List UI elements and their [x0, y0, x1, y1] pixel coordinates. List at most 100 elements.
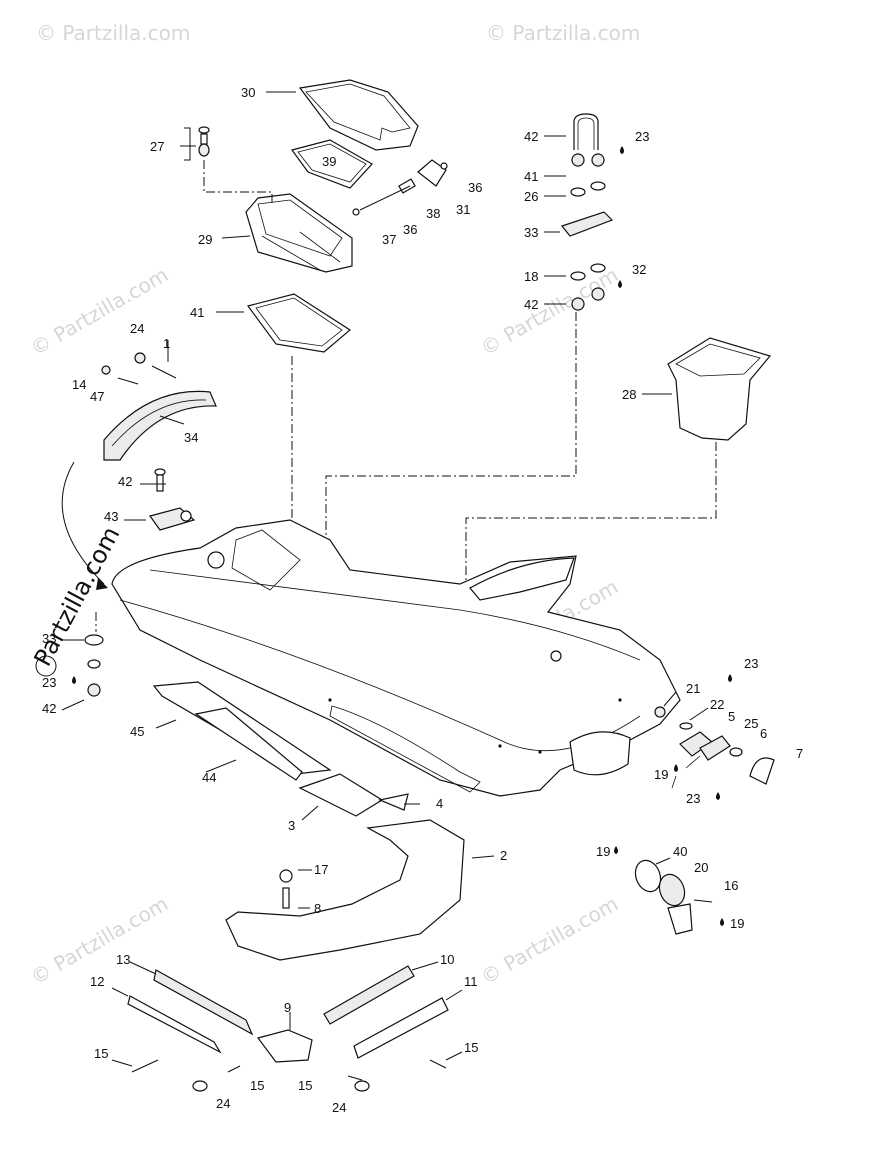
callout-24: 24	[332, 1100, 346, 1115]
grab-handle	[103, 390, 217, 461]
callout-23: 23	[744, 656, 758, 671]
callout-20: 20	[694, 860, 708, 875]
drain-plug	[667, 903, 693, 935]
storage-bin-ribs	[261, 231, 341, 271]
callout-23: 23	[42, 675, 56, 690]
sealant-drop-icon	[716, 792, 720, 800]
u-bolt-inner	[577, 117, 595, 150]
drain-plug-assembly	[634, 859, 713, 935]
gasket-plate	[699, 735, 731, 761]
screw	[117, 377, 139, 385]
arrow-head-icon	[96, 578, 108, 590]
callout-19: 19	[730, 916, 744, 931]
storage-bin-assembly	[198, 79, 448, 528]
callout-1: 1	[163, 336, 170, 351]
sealant-drop-icon	[72, 676, 76, 684]
latch-rod-end	[398, 178, 416, 194]
callout-42: 41	[524, 169, 538, 184]
plate-45	[194, 707, 303, 781]
nut	[591, 153, 605, 167]
watermark-text: © Partzilla.com	[27, 262, 173, 360]
fuel-cap	[207, 551, 225, 569]
assembly-line	[325, 312, 577, 560]
drain-flange	[634, 859, 662, 893]
bin-cover-inner	[305, 83, 411, 141]
callout-33: 33	[524, 225, 538, 240]
hull-deck-line	[149, 569, 641, 661]
sealant-drop-icon	[618, 280, 622, 288]
sealant-drop-icon	[674, 764, 678, 772]
callout-36: 36	[468, 180, 482, 195]
callout-15: 15	[250, 1078, 264, 1093]
callout-18: 18	[524, 269, 538, 284]
storage-basket	[465, 337, 772, 580]
callout-23: 23	[635, 129, 649, 144]
callout-19: 19	[654, 767, 668, 782]
callout-23: 23	[686, 791, 700, 806]
rivet-dot	[618, 698, 622, 702]
basket-rim	[675, 343, 761, 377]
callout-25: 25	[744, 716, 758, 731]
install-arrow	[61, 461, 105, 585]
callout-9: 9	[284, 1000, 291, 1015]
callout-33: 33	[42, 631, 56, 646]
washer	[590, 263, 606, 273]
callout-31: 31	[456, 202, 470, 217]
washer	[590, 181, 606, 191]
grab-handle-assembly	[61, 352, 217, 697]
sealant-drop-icon	[728, 674, 732, 682]
watercraft-hull	[111, 519, 681, 797]
callout-38: 39	[322, 154, 336, 169]
washer	[87, 659, 101, 669]
sealant-icons	[72, 146, 732, 926]
trim-13	[153, 969, 254, 1036]
nut	[591, 287, 605, 301]
callout-19: 19	[596, 844, 610, 859]
callout-2: 2	[500, 848, 507, 863]
callout-15: 15	[298, 1078, 312, 1093]
washer	[570, 187, 586, 197]
sealant-drop-icon	[720, 918, 724, 926]
callout-8: 8	[314, 901, 321, 916]
rivet-shafts	[131, 1059, 447, 1081]
callout-13: 13	[116, 952, 130, 967]
callout-44: 43	[104, 509, 118, 524]
u-bolt-assembly	[325, 113, 614, 560]
callout-21: 21	[686, 681, 700, 696]
callout-3: 3	[288, 818, 295, 833]
callout-40: 41	[190, 305, 204, 320]
plug	[279, 869, 293, 883]
trim-11	[353, 997, 449, 1059]
callout-11: 11	[464, 974, 478, 989]
leader	[671, 755, 701, 789]
callout-17: 17	[314, 862, 328, 877]
sealant-drop-icon	[620, 146, 624, 154]
handlebar-pod	[469, 557, 575, 601]
tow-eye-assembly	[654, 706, 775, 789]
latch-washer	[352, 208, 360, 216]
cover-gasket-inner	[297, 143, 367, 183]
callout-24: 24	[130, 321, 144, 336]
rivet	[198, 143, 210, 157]
latch-washer	[440, 162, 448, 170]
callout-35: 36	[403, 222, 417, 237]
callout-29: 29	[198, 232, 212, 247]
plate-4	[377, 793, 409, 811]
callout-42: 42	[524, 297, 538, 312]
callout-10: 10	[440, 952, 454, 967]
callout-5: 5	[728, 709, 735, 724]
plug	[354, 1080, 370, 1092]
storage-bin-opening	[257, 199, 343, 257]
callout-27: 27	[150, 139, 164, 154]
callout-15: 15	[464, 1040, 478, 1055]
washer	[570, 271, 586, 281]
callout-4: 4	[436, 796, 443, 811]
trim-12	[127, 995, 222, 1054]
callout-12: 12	[90, 974, 104, 989]
rivet-dot	[538, 750, 542, 754]
hull-side-step	[329, 705, 481, 793]
callout-14: 14	[72, 377, 86, 392]
bracket-pin	[180, 510, 192, 522]
callouts: 30 27 29 41 39 36 38 31 36 37 42 23 41 2…	[42, 85, 803, 1115]
nut	[571, 153, 585, 167]
